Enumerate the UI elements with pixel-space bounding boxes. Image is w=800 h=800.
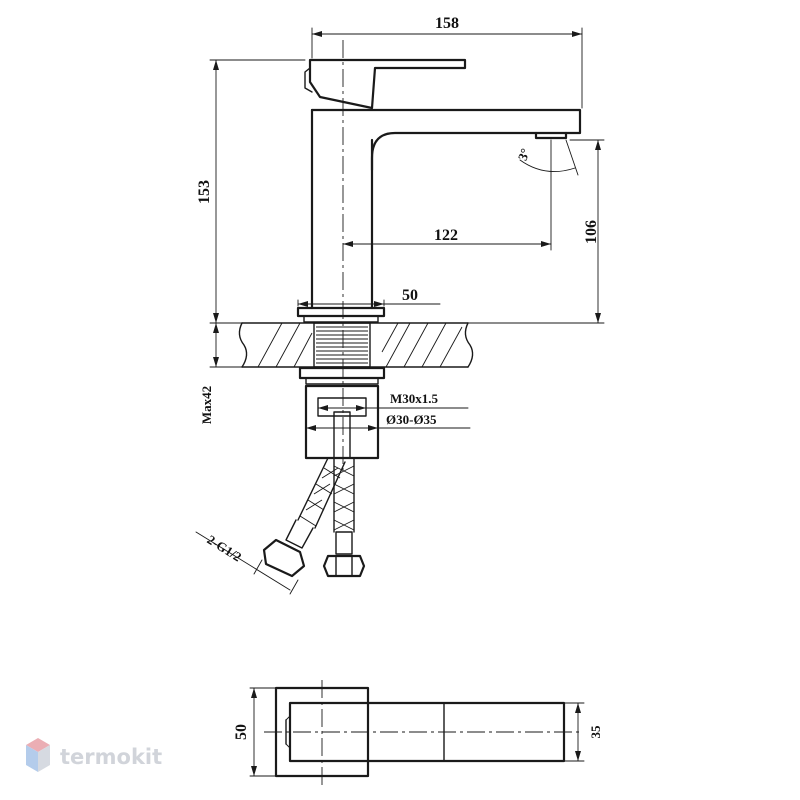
dimension-lines xyxy=(195,27,605,595)
lever-handle xyxy=(308,58,467,110)
body-column xyxy=(310,108,374,310)
hose-left-ferrule xyxy=(285,519,314,549)
dim-top-body-width: 50 xyxy=(233,724,250,740)
mounting-assembly xyxy=(298,366,386,460)
hose-right-braid xyxy=(333,465,355,531)
dim-arc-angle xyxy=(519,159,576,173)
hose-left-braid xyxy=(299,467,341,527)
dim-aerator-angle: 3° xyxy=(515,146,533,162)
dim-hose-connection: 2-G1/2 xyxy=(204,532,244,565)
dim-line-g12 xyxy=(195,531,291,591)
aerator xyxy=(534,131,568,140)
dim-deck-thickness: Max42 xyxy=(199,386,214,424)
countertop-section xyxy=(238,322,474,368)
handle-cap xyxy=(304,67,313,93)
threaded-shank xyxy=(313,322,371,368)
dim-thread: M30x1.5 xyxy=(390,391,439,406)
brand-watermark: termokit xyxy=(26,738,162,772)
deck-break-left xyxy=(238,322,248,368)
hose-left-outline xyxy=(297,457,346,529)
mounting-nut xyxy=(304,384,380,460)
dim-spout-height: 106 xyxy=(583,220,600,244)
hose-right-ferrule xyxy=(335,531,353,555)
base-flange xyxy=(296,306,386,318)
hose-right-hex-nut xyxy=(322,554,366,578)
deck-hatching-right xyxy=(381,322,463,368)
thread-lines xyxy=(316,326,368,364)
mounting-washer xyxy=(298,366,386,380)
flexible-hoses xyxy=(262,457,366,578)
faucet-side-view xyxy=(296,40,582,470)
brand-name: termokit xyxy=(60,745,162,769)
dim-height: 153 xyxy=(196,180,213,204)
deck-hatching-left xyxy=(257,322,313,368)
dim-top-spout-width: 35 xyxy=(588,725,603,739)
mounting-plate xyxy=(305,377,379,385)
deck-break-right xyxy=(464,322,474,368)
dim-overall-length: 158 xyxy=(435,15,459,32)
stud-bolt xyxy=(333,411,351,459)
hose-left-hex-nut xyxy=(262,538,306,578)
dim-spout-reach: 122 xyxy=(434,227,458,244)
nut-inner xyxy=(317,397,367,417)
spout xyxy=(310,108,582,172)
dim-hole-diameter: Ø30-Ø35 xyxy=(386,412,437,427)
hexagon-logo-icon xyxy=(26,738,50,772)
dimension-labels: 158 153 122 106 50 Max42 M30x1.5 Ø30-Ø35… xyxy=(196,15,600,564)
base-ring xyxy=(303,315,379,323)
faucet-top-view: 50 35 xyxy=(233,680,603,785)
dim-base-diameter: 50 xyxy=(402,287,418,304)
